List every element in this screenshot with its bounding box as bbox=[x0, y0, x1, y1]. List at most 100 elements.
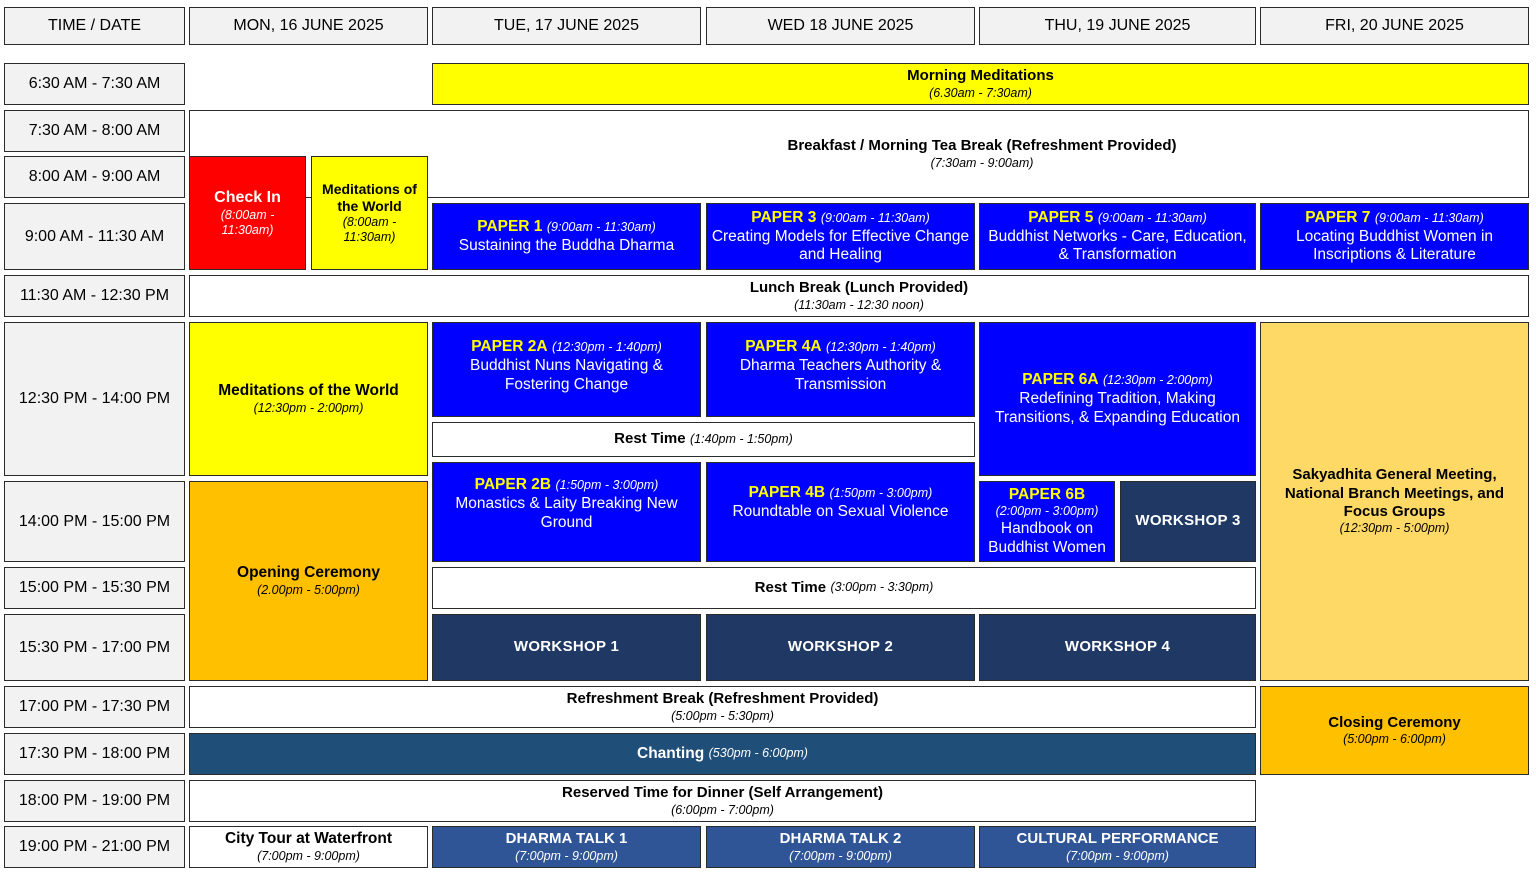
header-thursday: THU, 19 JUNE 2025 bbox=[979, 7, 1256, 45]
event-paper-2a[interactable]: PAPER 2A (12:30pm - 1:40pm) Buddhist Nun… bbox=[432, 322, 701, 417]
event-workshop-4[interactable]: WORKSHOP 4 bbox=[979, 614, 1256, 681]
event-title: Rest Time bbox=[614, 430, 686, 448]
event-time: (12:30pm - 2:00pm) bbox=[1103, 373, 1213, 388]
event-title: Opening Ceremony bbox=[237, 563, 380, 581]
event-paper-4a[interactable]: PAPER 4A (12:30pm - 1:40pm) Dharma Teach… bbox=[706, 322, 975, 417]
header-friday: FRI, 20 JUNE 2025 bbox=[1260, 7, 1529, 45]
time-slot: 18:00 PM - 19:00 PM bbox=[4, 780, 185, 822]
event-time: (3:00pm - 3:30pm) bbox=[830, 580, 934, 595]
time-slot: 11:30 AM - 12:30 PM bbox=[4, 275, 185, 317]
paper-label: PAPER 3 bbox=[751, 208, 817, 226]
event-time: (5:00pm - 5:30pm) bbox=[671, 708, 774, 723]
event-time: (7:00pm - 9:00pm) bbox=[257, 848, 360, 863]
paper-label: PAPER 5 bbox=[1028, 208, 1094, 226]
event-paper-6a[interactable]: PAPER 6A (12:30pm - 2:00pm) Redefining T… bbox=[979, 322, 1256, 476]
event-workshop-2[interactable]: WORKSHOP 2 bbox=[706, 614, 975, 681]
event-title: Handbook on Buddhist Women bbox=[988, 519, 1106, 556]
event-title: Closing Ceremony bbox=[1328, 713, 1461, 731]
event-paper-3[interactable]: PAPER 3 (9:00am - 11:30am) Creating Mode… bbox=[706, 203, 975, 270]
header-wednesday: WED 18 JUNE 2025 bbox=[706, 7, 975, 45]
event-morning-meditations[interactable]: Morning Meditations (6.30am - 7:30am) bbox=[432, 63, 1529, 105]
paper-label: PAPER 1 bbox=[477, 218, 543, 236]
paper-label: PAPER 7 bbox=[1305, 208, 1371, 226]
event-title: Redefining Tradition, Making Transitions… bbox=[995, 390, 1240, 426]
event-title: Locating Buddhist Women in Inscriptions … bbox=[1295, 227, 1494, 264]
event-title: Morning Meditations bbox=[907, 67, 1054, 85]
event-general-meeting[interactable]: Sakyadhita General Meeting, National Bra… bbox=[1260, 322, 1529, 681]
event-rest-time-2[interactable]: Rest Time (3:00pm - 3:30pm) bbox=[432, 567, 1256, 609]
event-time: (2:00pm - 3:00pm) bbox=[995, 504, 1099, 519]
event-title: Dharma Teachers Authority & Transmission bbox=[739, 356, 942, 393]
paper-label: PAPER 6A bbox=[1022, 371, 1099, 389]
event-time: (7:00pm - 9:00pm) bbox=[1066, 848, 1169, 863]
event-time: (11:30am - 12:30 noon) bbox=[794, 297, 924, 312]
time-slot: 17:30 PM - 18:00 PM bbox=[4, 733, 185, 775]
event-paper-6b[interactable]: PAPER 6B (2:00pm - 3:00pm) Handbook on B… bbox=[979, 481, 1115, 562]
event-cultural-performance[interactable]: CULTURAL PERFORMANCE (7:00pm - 9:00pm) bbox=[979, 826, 1256, 868]
event-workshop-3[interactable]: WORKSHOP 3 bbox=[1120, 481, 1256, 562]
header-tuesday: TUE, 17 JUNE 2025 bbox=[432, 7, 701, 45]
event-title: WORKSHOP 4 bbox=[1064, 638, 1171, 656]
event-opening-ceremony[interactable]: Opening Ceremony (2.00pm - 5:00pm) bbox=[189, 481, 428, 681]
event-chanting[interactable]: Chanting (530pm - 6:00pm) bbox=[189, 733, 1256, 775]
event-meditations-afternoon[interactable]: Meditations of the World (12:30pm - 2:00… bbox=[189, 322, 428, 476]
event-refreshment-break[interactable]: Refreshment Break (Refreshment Provided)… bbox=[189, 686, 1256, 728]
event-time: (1:40pm - 1:50pm) bbox=[690, 431, 793, 446]
event-title: City Tour at Waterfront bbox=[224, 829, 393, 847]
event-paper-7[interactable]: PAPER 7 (9:00am - 11:30am) Locating Budd… bbox=[1260, 203, 1529, 270]
event-time: (9:00am - 11:30am) bbox=[820, 210, 930, 225]
event-time: (8:00am - 11:30am) bbox=[342, 214, 397, 245]
event-paper-1[interactable]: PAPER 1 (9:00am - 11:30am) Sustaining th… bbox=[432, 203, 701, 270]
paper-label: PAPER 2A bbox=[471, 338, 548, 355]
event-title: Buddhist Nuns Navigating & Fostering Cha… bbox=[469, 356, 663, 393]
event-time: (6:00pm - 7:00pm) bbox=[671, 802, 774, 817]
event-time: (12:30pm - 5:00pm) bbox=[1339, 521, 1450, 536]
event-title: Breakfast / Morning Tea Break (Refreshme… bbox=[787, 137, 1177, 155]
event-time: (9:00am - 11:30am) bbox=[546, 220, 656, 235]
time-slot: 7:30 AM - 8:00 AM bbox=[4, 110, 185, 152]
event-time: (5:00pm - 6:00pm) bbox=[1343, 732, 1446, 747]
time-slot: 9:00 AM - 11:30 AM bbox=[4, 203, 185, 270]
event-title: Sustaining the Buddha Dharma bbox=[458, 237, 675, 254]
event-title: Buddhist Networks - Care, Education, & T… bbox=[988, 227, 1247, 264]
event-title: WORKSHOP 2 bbox=[787, 638, 894, 656]
event-time: (1:50pm - 3:00pm) bbox=[555, 478, 659, 492]
event-time: (7:00pm - 9:00pm) bbox=[789, 848, 892, 863]
event-title: Reserved Time for Dinner (Self Arrangeme… bbox=[562, 784, 883, 802]
event-time: (1:50pm - 3:00pm) bbox=[829, 486, 933, 500]
time-slot: 19:00 PM - 21:00 PM bbox=[4, 826, 185, 868]
paper-label: PAPER 2B bbox=[474, 476, 552, 493]
header-time-date: TIME / DATE bbox=[4, 7, 185, 45]
event-paper-2b[interactable]: PAPER 2B (1:50pm - 3:00pm) Monastics & L… bbox=[432, 462, 701, 562]
event-check-in[interactable]: Check In (8:00am - 11:30am) bbox=[189, 156, 306, 270]
event-title: Meditations of the World bbox=[218, 381, 399, 399]
event-city-tour[interactable]: City Tour at Waterfront (7:00pm - 9:00pm… bbox=[189, 826, 428, 868]
event-dharma-talk-2[interactable]: DHARMA TALK 2 (7:00pm - 9:00pm) bbox=[706, 826, 975, 868]
event-title: Creating Models for Effective Change and… bbox=[711, 227, 970, 264]
event-title: Chanting bbox=[637, 744, 705, 762]
event-paper-4b[interactable]: PAPER 4B (1:50pm - 3:00pm) Roundtable on… bbox=[706, 462, 975, 562]
event-title: Monastics & Laity Breaking New Ground bbox=[455, 494, 678, 531]
event-time: (12:30pm - 1:40pm) bbox=[552, 340, 662, 354]
event-time: (7:30am - 9:00am) bbox=[930, 155, 1034, 170]
event-time: (8:00am - 11:30am) bbox=[220, 207, 275, 237]
event-closing-ceremony[interactable]: Closing Ceremony (5:00pm - 6:00pm) bbox=[1260, 686, 1529, 775]
event-time: (12:30pm - 1:40pm) bbox=[826, 340, 936, 354]
time-slot: 8:00 AM - 9:00 AM bbox=[4, 156, 185, 198]
event-dinner[interactable]: Reserved Time for Dinner (Self Arrangeme… bbox=[189, 780, 1256, 822]
event-workshop-1[interactable]: WORKSHOP 1 bbox=[432, 614, 701, 681]
event-time: (9:00am - 11:30am) bbox=[1374, 210, 1484, 225]
event-title: Meditations of the World bbox=[322, 180, 417, 214]
event-title: Sakyadhita General Meeting, National Bra… bbox=[1284, 466, 1505, 521]
event-dharma-talk-1[interactable]: DHARMA TALK 1 (7:00pm - 9:00pm) bbox=[432, 826, 701, 868]
event-meditations-morning[interactable]: Meditations of the World (8:00am - 11:30… bbox=[311, 156, 428, 270]
time-slot: 15:30 PM - 17:00 PM bbox=[4, 614, 185, 681]
event-title: Check In bbox=[214, 188, 281, 206]
event-title: Rest Time bbox=[754, 578, 827, 596]
event-paper-5[interactable]: PAPER 5 (9:00am - 11:30am) Buddhist Netw… bbox=[979, 203, 1256, 270]
event-lunch[interactable]: Lunch Break (Lunch Provided) (11:30am - … bbox=[189, 275, 1529, 317]
header-monday: MON, 16 JUNE 2025 bbox=[189, 7, 428, 45]
event-rest-time-1[interactable]: Rest Time (1:40pm - 1:50pm) bbox=[432, 422, 975, 457]
paper-label: PAPER 4A bbox=[745, 338, 822, 355]
time-slot: 17:00 PM - 17:30 PM bbox=[4, 686, 185, 728]
